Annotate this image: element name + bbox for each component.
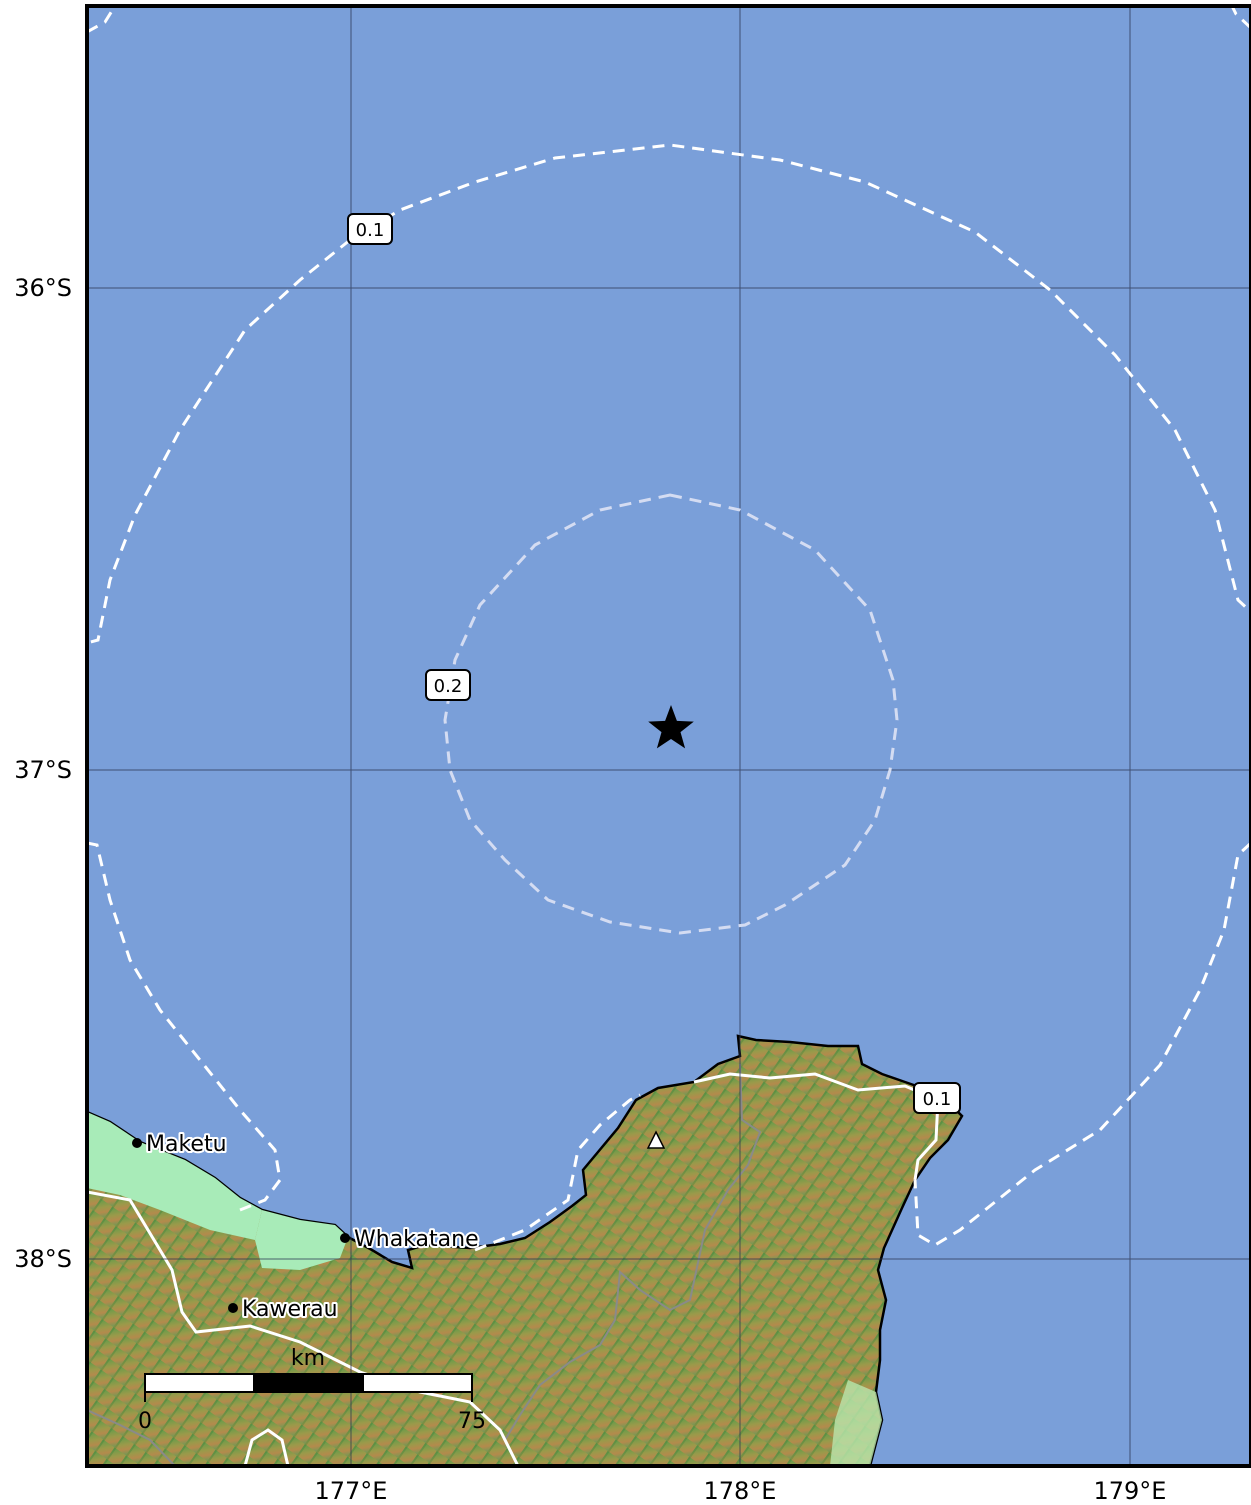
lon-label-179: 179°E: [1094, 1477, 1167, 1505]
triangle-icon: [646, 1130, 666, 1149]
svg-text:0.1: 0.1: [923, 1089, 952, 1110]
svg-text:0: 0: [138, 1409, 152, 1434]
contour-label-0.1-north: 0.1: [347, 213, 393, 245]
city-kawerau: Kawerau: [228, 1295, 340, 1324]
city-whakatane: Whakatane: [340, 1225, 481, 1254]
svg-text:0.2: 0.2: [434, 676, 463, 697]
contour-0.2: [443, 493, 899, 935]
boundary-line-2: [87, 1190, 520, 1466]
contour-0.1: [87, 6, 1251, 1252]
graticule: [87, 6, 1251, 1466]
map-frame: [85, 4, 1251, 1468]
star-icon: [648, 705, 694, 749]
lat-label-37: 37°S: [14, 756, 72, 784]
contour-label-0.1-east: 0.1: [913, 1082, 961, 1114]
svg-text:Whakatane: Whakatane: [354, 1227, 479, 1252]
lon-label-177: 177°E: [315, 1477, 388, 1505]
contour-label-0.2: 0.2: [425, 669, 471, 701]
svg-text:Kawerau: Kawerau: [242, 1297, 338, 1322]
svg-text:0.1: 0.1: [356, 220, 385, 241]
svg-text:Maketu: Maketu: [146, 1132, 227, 1157]
lat-label-36: 36°S: [14, 274, 72, 302]
city-maketu: Maketu: [132, 1130, 229, 1159]
lat-label-38: 38°S: [14, 1245, 72, 1273]
svg-text:km: km: [291, 1346, 325, 1371]
river: [504, 1063, 762, 1441]
boundary-line-3: [243, 1428, 290, 1466]
lon-label-178: 178°E: [704, 1477, 777, 1505]
svg-text:75: 75: [458, 1409, 486, 1434]
coastal-plain-2: [255, 1210, 348, 1270]
river-2: [87, 1409, 176, 1466]
coastal-plain-3: [830, 1380, 882, 1466]
coastal-plain: [87, 1112, 262, 1240]
boundary-line: [693, 1072, 940, 1181]
scale-bar: km 0 75: [138, 1346, 486, 1434]
